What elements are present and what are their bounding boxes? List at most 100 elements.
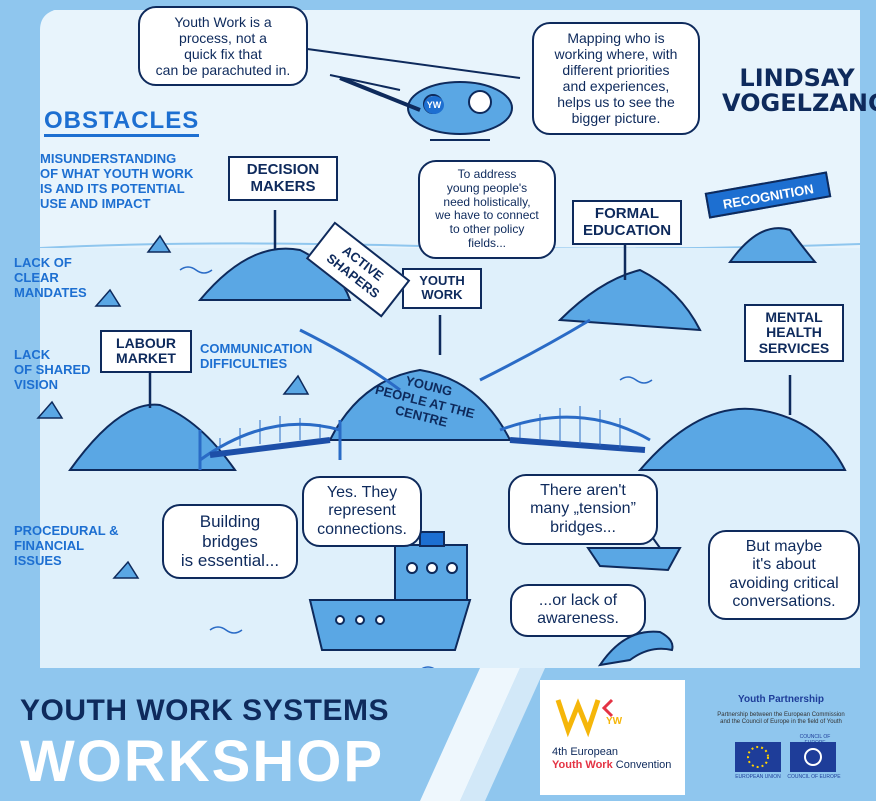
bubble-line: helps us to see the — [557, 94, 675, 111]
bubble-critical: But maybe it's about avoiding critical c… — [708, 530, 860, 620]
bubble-line: different priorities — [562, 62, 670, 79]
sign-line: YOUTH — [419, 273, 465, 288]
dolphin-icon — [597, 630, 674, 667]
bubble-line: bridges — [202, 531, 258, 551]
convention-line: 4th European — [552, 746, 619, 758]
bubble-line: quick fix that — [184, 46, 262, 63]
bubble-line: is essential... — [180, 551, 280, 571]
sign-line: MARKET — [116, 350, 176, 367]
obstacle-line: MISUNDERSTANDING — [40, 151, 177, 166]
partnership-line: and the Council of Europe in the field o… — [720, 719, 842, 726]
shark-fin-icon — [94, 288, 122, 307]
bubble-process: Youth Work is a process, not a quick fix… — [138, 6, 308, 87]
obstacle-communication: COMMUNICATION DIFFICULTIES — [200, 341, 330, 372]
bridge-cables — [219, 406, 621, 448]
bubble-line: bridges... — [550, 518, 616, 536]
sign-labour-market: LABOUR MARKET — [100, 330, 192, 373]
bubble-line: process, not a — [179, 30, 267, 47]
partnership-subtitle: Partnership between the European Commiss… — [700, 712, 862, 726]
bridge-decision — [299, 328, 401, 392]
partnership-title: Youth Partnership — [738, 694, 824, 705]
sign-line: HEALTH — [766, 324, 822, 341]
obstacle-line: VISION — [14, 376, 59, 392]
obstacle-line: IS AND ITS POTENTIAL — [40, 180, 185, 196]
bubble-mapping: Mapping who is working where, with diffe… — [532, 22, 700, 135]
bubble-line: There aren't — [540, 482, 626, 499]
shark-fin-icon — [36, 400, 64, 419]
sign-line: EDUCATION — [582, 221, 672, 239]
bubble-line: ...or lack of — [538, 592, 618, 609]
bubble-line: To address — [457, 167, 517, 181]
bridges — [198, 318, 651, 470]
obstacle-line: OF SHARED — [14, 361, 91, 377]
obstacle-line: COMMUNICATION — [200, 341, 313, 356]
author-first-name: LINDSAY — [739, 64, 855, 92]
coe-flag-icon — [790, 742, 836, 772]
bubble-building-bridges: Building bridges is essential... — [162, 504, 298, 579]
obstacle-line: MANDATES — [14, 284, 87, 300]
bubble-awareness: ...or lack of awareness. — [510, 584, 646, 637]
sign-mental-health: MENTAL HEALTH SERVICES — [744, 304, 844, 363]
convention-logo-panel — [540, 680, 685, 795]
bubble-line: But maybe — [745, 538, 823, 555]
obstacle-line: FINANCIAL — [14, 537, 85, 553]
bubble-line: we have to connect — [435, 208, 539, 223]
obstacle-clear-mandates: LACK OF CLEAR MANDATES — [14, 255, 104, 301]
bubble-line: young people's — [446, 180, 528, 195]
bubble-line: Mapping who is — [567, 30, 665, 46]
sign-youth-work: YOUTH WORK — [402, 268, 482, 309]
bubble-tension: There aren't many „tension” bridges... — [508, 474, 658, 546]
sign-line: WORK — [421, 287, 463, 303]
island-recognition — [728, 227, 818, 263]
bubble-line: Youth Work is a — [174, 14, 272, 30]
bubble-line: bigger picture. — [571, 110, 661, 127]
author-name: LINDSAY VOGELZANG — [722, 64, 876, 118]
bubble-line: fields... — [467, 235, 506, 250]
convention-line: Youth Work — [552, 759, 613, 772]
bubble-represent: Yes. They represent connections. — [302, 476, 422, 548]
bubble-line: avoiding critical — [729, 574, 839, 592]
sign-line: SERVICES — [758, 339, 830, 356]
sign-line: DECISION — [246, 161, 320, 178]
bubble-line: many „tension” — [530, 500, 636, 518]
island-formal-education — [557, 268, 702, 332]
footer-title-line2: WORKSHOP — [20, 729, 384, 794]
sign-line: LABOUR — [116, 335, 176, 351]
shark-fins — [36, 234, 310, 579]
bubble-line: conversations. — [732, 593, 836, 611]
footer-title-line1: YOUTH WORK SYSTEMS — [20, 694, 390, 727]
convention-logo-icon — [555, 698, 601, 738]
bubble-holistic: To address young people's need holistica… — [418, 160, 556, 259]
obstacle-line: CLEAR — [14, 269, 59, 285]
signposts — [148, 210, 792, 415]
bubble-line: to other policy — [449, 222, 525, 237]
convention-line: Convention — [615, 759, 672, 772]
coe-label: COUNCIL OF EUROPE — [787, 774, 841, 780]
bridge-labour — [199, 422, 341, 462]
obstacle-line: DIFFICULTIES — [200, 355, 288, 371]
coe-header: COUNCIL OF EUROPE — [799, 734, 831, 746]
obstacle-misunderstanding: MISUNDERSTANDING OF WHAT YOUTH WORK IS A… — [40, 151, 230, 212]
bridge-formal — [479, 318, 591, 382]
bubble-line: Building — [199, 512, 261, 531]
bubble-line: connections. — [317, 520, 407, 538]
island-mental-health — [637, 407, 847, 471]
sign-line: MAKERS — [250, 177, 316, 195]
obstacles-heading: OBSTACLES — [44, 107, 200, 138]
author-last-name: VOGELZANG — [722, 89, 876, 118]
helicopter-badge: YW — [424, 96, 444, 114]
bubble-line: and experiences, — [562, 78, 670, 95]
sign-line: FORMAL — [594, 205, 660, 222]
bridge-mental — [499, 415, 651, 442]
obstacle-line: LACK — [14, 347, 51, 362]
convention-logo-text: YW — [606, 716, 623, 727]
shark-fin-icon — [146, 234, 172, 253]
bubble-line: working where, with — [554, 46, 678, 63]
sign-decision-makers: DECISION MAKERS — [228, 156, 338, 201]
obstacle-shared-vision: LACK OF SHARED VISION — [14, 347, 104, 393]
island-young-people-centre — [328, 368, 512, 441]
convention-name: 4th European Youth Work Convention — [552, 746, 682, 772]
bubble-line: awareness. — [537, 610, 619, 628]
